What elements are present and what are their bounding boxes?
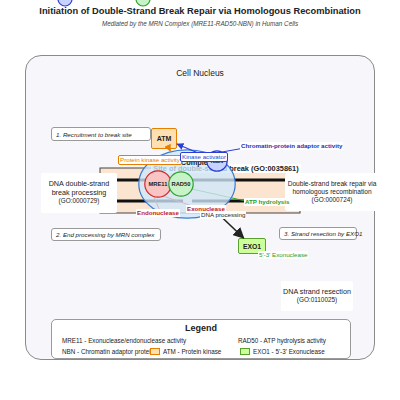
connector-arrow	[169, 149, 170, 151]
go-id: (GO:0110025)	[297, 296, 337, 304]
stray-legend-circle	[58, 0, 72, 6]
function-label: Chromatin-protein adaptor activity	[240, 142, 343, 150]
legend-item: RAD50 - ATP hydrolysis activity	[238, 337, 326, 344]
legend-item: NBN - Chromatin adaptor protein	[62, 348, 154, 355]
step-label: 3. Strand resection by EXO1	[284, 230, 362, 237]
legend-box: LegendMRE11 - Exonuclease/endonuclease a…	[51, 319, 351, 359]
subtitle: Mediated by the MRN Complex (MRE11-RAD50…	[0, 20, 400, 28]
step-label: 2. End processing by MRN complex	[56, 231, 154, 238]
go-term: DNA strand resection	[283, 288, 351, 297]
go-term-box: DNA double-strand break processing(GO:00…	[41, 173, 117, 213]
legend-text: NBN - Chromatin adaptor protein	[62, 348, 154, 355]
legend-item: MRE11 - Exonuclease/endonuclease activit…	[62, 337, 186, 344]
step-box: 2. End processing by MRN complex	[51, 228, 161, 241]
legend-text: ATM - Protein kinase	[163, 348, 221, 355]
legend-item: EXO1 - 5'-3' Exonuclease	[240, 348, 325, 355]
diagram-title: Initiation of Double-Strand Break Repair…	[0, 6, 400, 16]
protein-circle: RAD50	[168, 171, 194, 197]
legend-swatch	[240, 348, 250, 355]
go-term-box: Double-strand break repair via homologou…	[285, 173, 379, 211]
legend-title: Legend	[185, 323, 217, 333]
legend-swatch	[150, 348, 160, 355]
go-term-box: DNA strand resection(GO:0110025)	[281, 281, 353, 311]
function-label: ATP hydrolysis	[244, 198, 290, 206]
step-box: 3. Strand resection by EXO1	[279, 227, 357, 240]
function-label: 5'-3' Exonuclease	[258, 251, 308, 259]
edge-label: Protein kinase activity	[118, 155, 182, 165]
shape-fill	[145, 171, 171, 197]
step-label: 1. Recruitment to break site	[56, 131, 132, 138]
kinase-box: ATM	[151, 128, 177, 149]
go-term: Double-strand break repair via homologou…	[285, 180, 379, 196]
region-title: Cell Nucleus	[176, 68, 224, 78]
legend-item: ATM - Protein kinase	[150, 348, 221, 355]
legend-text: RAD50 - ATP hydrolysis activity	[238, 337, 326, 344]
edge-label: Kinase activator	[180, 152, 228, 162]
protein-name: MRE11	[148, 181, 167, 187]
legend-text: MRE11 - Exonuclease/endonuclease activit…	[62, 337, 186, 344]
protein-name: ATM	[157, 135, 172, 142]
legend-text: EXO1 - 5'-3' Exonuclease	[253, 348, 325, 355]
go-id: (GO:0000724)	[312, 196, 353, 204]
shape-fill	[169, 172, 193, 196]
step-box: 1. Recruitment to break site	[51, 127, 151, 141]
go-id: (GO:0000729)	[59, 197, 100, 205]
go-term: DNA double-strand break processing	[41, 180, 117, 197]
function-label: Endonuclease	[136, 209, 180, 217]
stray-legend-circle	[136, 0, 150, 6]
edge-label: DNA processing	[200, 211, 246, 219]
protein-circle: MRE11	[144, 170, 172, 198]
protein-name: EXO1	[243, 243, 261, 250]
protein-name: RAD50	[171, 181, 190, 187]
